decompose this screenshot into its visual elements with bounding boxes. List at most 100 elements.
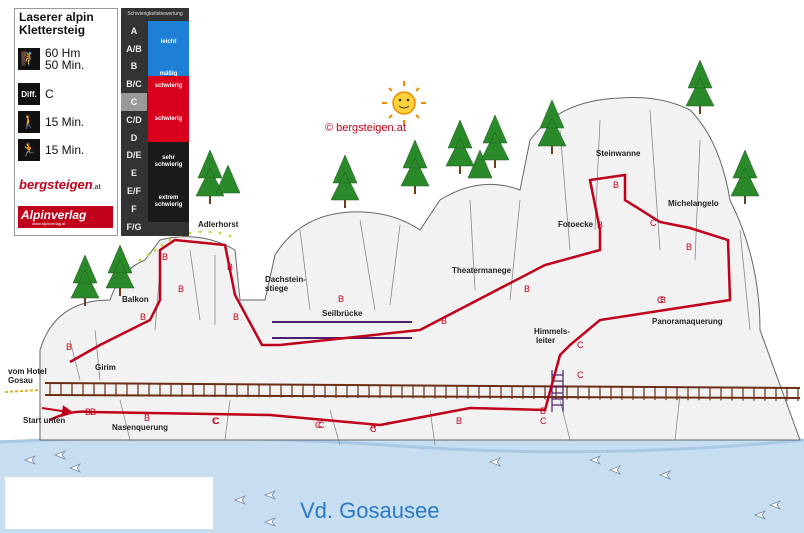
label-himmelsleiter-2: leiter (536, 336, 555, 345)
grade-mark: C (213, 416, 220, 426)
blank-panel (5, 477, 213, 529)
trees (70, 59, 760, 299)
hiker-approach-icon: 🚶 (18, 111, 40, 133)
label-nasenquerung: Nasenquerung (112, 423, 168, 432)
band-sehr-schwierig: sehr schwierig (148, 142, 189, 182)
label-start-unten: Start unten (23, 416, 65, 425)
label-girim: Girim (95, 363, 116, 372)
height-diff: 60 Hm (45, 46, 81, 60)
grade-mark: B (144, 413, 150, 423)
band-schwierig-2: schwierig (148, 96, 189, 142)
grade-mark: C (370, 424, 377, 434)
grade-mark: C (657, 295, 664, 305)
grade-mark: B (338, 294, 344, 304)
difficulty-scale: Schwierigkeitsbewertung A A/B B B/C C C/D D D/E… (121, 8, 189, 236)
hotel-arrow (4, 389, 41, 393)
grade-mark: B (227, 262, 233, 272)
grade-e: E (130, 168, 137, 179)
grade-mark: B (441, 316, 447, 326)
grade-mark: B (140, 312, 146, 322)
grade-mark: B (660, 295, 666, 305)
band-extrem-schwierig: extrem schwierig (148, 182, 189, 222)
rock-massif (39, 97, 801, 441)
grade-b: B (130, 61, 138, 72)
label-panoramaquerung: Panoramaquerung (652, 317, 723, 326)
label-himmelsleiter-1: Himmels- (534, 327, 570, 336)
brand-name: bergsteigen (19, 177, 93, 192)
label-vom-hotel-2: Gosau (8, 376, 33, 385)
label-theatermanege: Theatermanege (452, 266, 512, 275)
difficulty-value: C (45, 87, 54, 101)
grade-c: C (121, 93, 147, 111)
grade-b-c: B/C (126, 79, 142, 90)
grade-mark: C (577, 340, 584, 350)
grade-mark: C (318, 420, 325, 430)
grade-mark: B (524, 284, 530, 294)
grade-mark: C (577, 370, 584, 380)
label-adlerhorst: Adlerhorst (198, 220, 239, 229)
band-schwierig-1: schwierig (148, 76, 189, 96)
route-title-line-2: Klettersteig (19, 23, 86, 37)
grade-d-e: D/E (126, 150, 142, 161)
descent-time: 15 Min. (45, 143, 85, 157)
grade-mark: B (90, 407, 96, 417)
publisher-url: www.alpinverlag.at (32, 221, 66, 226)
grade-mark: B (540, 406, 546, 416)
grade-mark: B (178, 284, 184, 294)
info-difficulty-row: Diff. C (18, 83, 54, 105)
approach-dots (138, 230, 232, 262)
grade-mark: C (315, 420, 322, 430)
label-balkon: Balkon (122, 295, 149, 304)
grade-mark: B (613, 180, 619, 190)
label-michelangelo: Michelangelo (668, 199, 719, 208)
lake-name: Vd. Gosausee (300, 498, 440, 523)
copyright-text: © bergsteigen.at (325, 122, 406, 134)
grade-c-d: C/D (126, 114, 142, 125)
grade-f: F (131, 203, 137, 214)
brand-logo: bergsteigen.at (19, 177, 101, 192)
route-line (49, 173, 732, 427)
lake-fish (23, 450, 782, 527)
climber-icon: 🧗 (18, 48, 40, 70)
route-title: Laserer alpin Klettersteig (19, 11, 94, 37)
grade-a-b: A/B (126, 43, 142, 54)
scale-header: Schwierigkeitsbewertung (121, 8, 189, 21)
grade-mark: B (162, 252, 168, 262)
label-fotoecke: Fotoecke (558, 220, 594, 229)
label-steinwanne: Steinwanne (596, 149, 641, 158)
grade-mark: C (212, 416, 219, 426)
grade-a: A (130, 25, 138, 36)
publisher-logo: Alpinverlag www.alpinverlag.at (18, 206, 113, 228)
grade-mark: B (686, 242, 692, 252)
info-approach-row: 🚶 15 Min. (18, 111, 84, 133)
rock-texture (69, 109, 751, 446)
sun-icon (382, 81, 426, 125)
info-descent-row: 🏃 15 Min. (18, 139, 84, 161)
grade-f-g: F/G (126, 221, 142, 232)
grade-mark: B (233, 312, 239, 322)
grade-mark: B (66, 342, 72, 352)
hiker-descent-icon: 🏃 (18, 139, 40, 161)
grade-mark: C (650, 218, 657, 228)
climb-time: 50 Min. (45, 58, 85, 72)
band-leicht: leicht (148, 21, 189, 64)
grade-mark: B (597, 220, 603, 230)
label-dachsteinstiege-1: Dachstein- (265, 275, 306, 284)
label-seilbruecke: Seilbrücke (322, 309, 363, 318)
brand-suffix: .at (92, 184, 101, 191)
publisher-name: Alpinverlag (21, 208, 87, 222)
grade-mark: A (370, 422, 376, 432)
label-vom-hotel-1: vom Hotel (8, 367, 47, 376)
grade-d: D (130, 132, 138, 143)
difficulty-icon: Diff. (18, 83, 40, 105)
grade-mark: B (456, 416, 462, 426)
grade-mark: B (85, 407, 91, 417)
grade-e-f: E/F (126, 186, 141, 197)
grade-mark: C (540, 416, 547, 426)
tree-trunks (84, 106, 746, 306)
label-dachsteinstiege-2: stiege (265, 284, 289, 293)
